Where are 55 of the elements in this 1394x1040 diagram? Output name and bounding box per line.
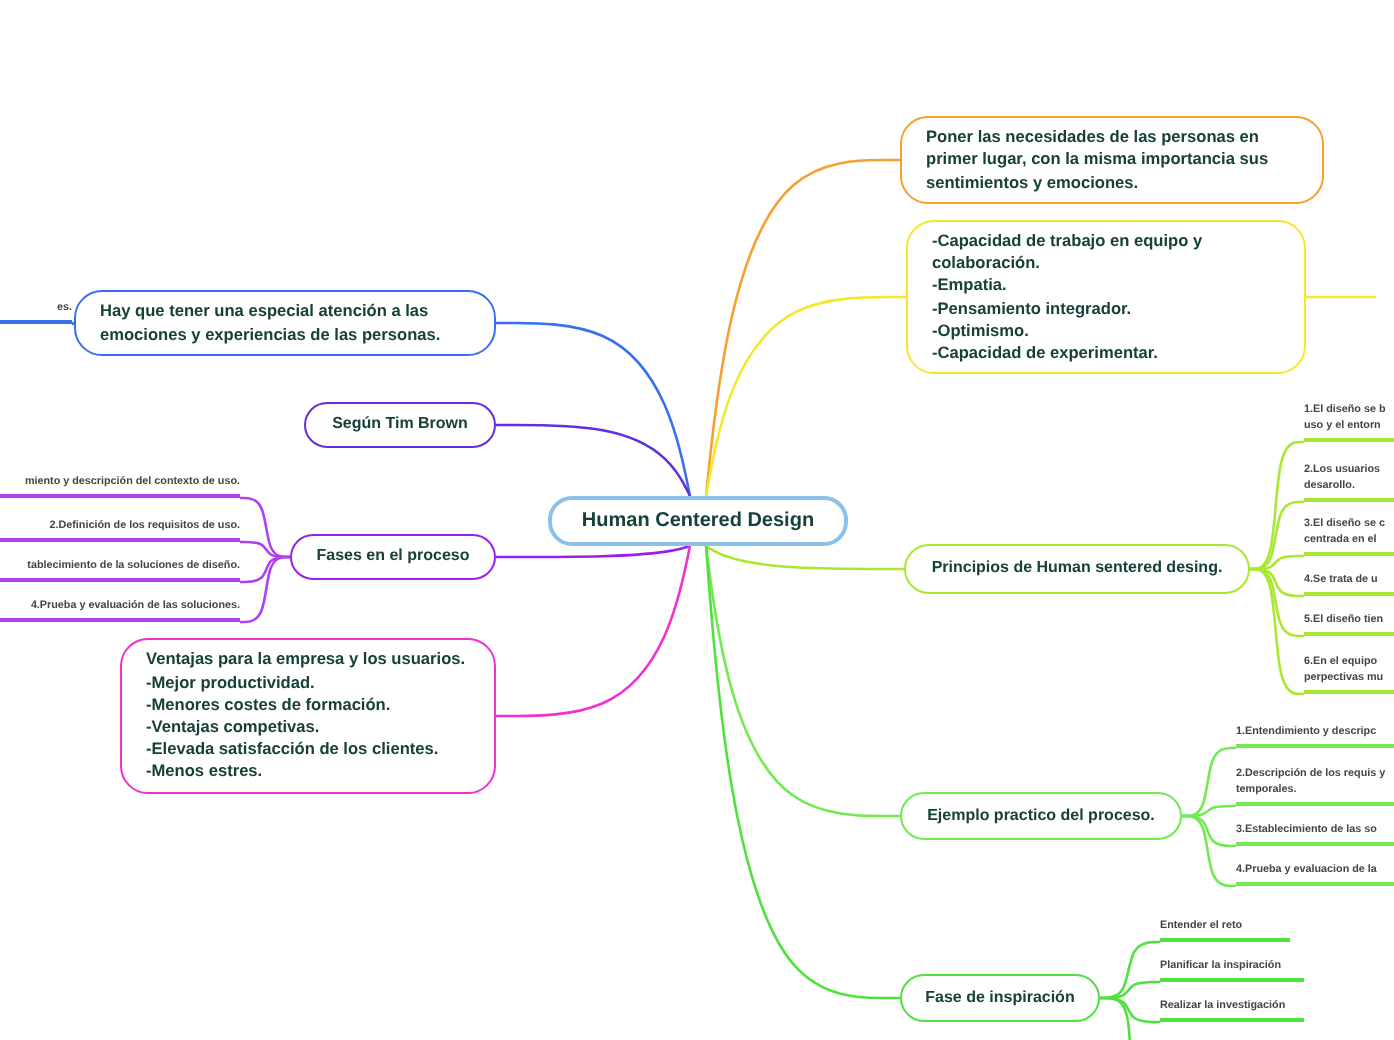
topic-text: Principios de Human sentered desing. (931, 558, 1223, 580)
topic-box (120, 638, 496, 794)
branch-line (704, 545, 900, 818)
topic-text: -Capacidad de experimentar. (932, 341, 1160, 365)
branch-line (705, 544, 904, 571)
subtopic-underline (0, 598, 240, 622)
topic-text: -Menos estres. (146, 760, 265, 784)
subtopic-underline (0, 558, 240, 582)
topic-text: -Ventajas competivas. (146, 716, 322, 739)
subtopic-underline (1304, 512, 1394, 556)
branch-line (240, 496, 290, 559)
subtopic-underline (0, 518, 240, 542)
topic-box (304, 402, 496, 448)
branch-line (704, 545, 900, 1000)
subtopic-underline (1236, 858, 1394, 886)
branch-line (240, 555, 290, 624)
topic-text: -Capacidad de trabajo en equipo y colaboración. (932, 229, 1205, 275)
topic-text: Hay que tener una especial atención a las emociones y experiencias de las personas. (100, 300, 443, 346)
topic-box (900, 974, 1100, 1022)
topic-text: -Empatia. (932, 274, 1009, 297)
branch-line (496, 545, 692, 718)
topic-box (74, 290, 496, 356)
subtopic-underline (0, 474, 240, 498)
topic-text: Poner las necesidades de las personas en primer lugar, con la misma importancia sus sentimientos y emociones. (926, 126, 1271, 194)
topic-box (290, 534, 496, 580)
topic-text: Ventajas para la empresa y los usuarios. (146, 648, 468, 672)
branch-line (704, 158, 900, 497)
topic-box (906, 220, 1306, 374)
topic-text: -Elevada satisfacción de los clientes. (146, 738, 441, 761)
topic-text: -Optimismo. (932, 319, 1031, 342)
branch-line (1100, 996, 1132, 1040)
topic-text: Fases en el proceso (316, 546, 470, 568)
branch-line (496, 321, 692, 497)
topic-box (900, 792, 1182, 840)
central-topic-text: Human Centered Design (581, 510, 815, 532)
central-topic (548, 496, 848, 546)
branch-line (1250, 500, 1304, 571)
subtopic-underline (0, 298, 72, 324)
topic-text: Ejemplo practico del proceso. (927, 805, 1155, 827)
topic-box (904, 544, 1250, 594)
branch-line (1182, 814, 1236, 888)
topic-text: Fase de inspiración (925, 987, 1075, 1009)
subtopic-underline (1304, 608, 1394, 636)
branch-line (1306, 295, 1376, 299)
topic-text: Según Tim Brown (332, 414, 468, 436)
branch-line (496, 423, 692, 497)
subtopic-underline (1236, 720, 1394, 748)
subtopic-underline (1236, 818, 1394, 846)
topic-text: -Menores costes de formación. (146, 693, 393, 716)
topic-box (900, 116, 1324, 204)
topic-text: -Mejor productividad. (146, 671, 317, 694)
branch-line (496, 544, 691, 559)
topic-text: -Pensamiento integrador. (932, 297, 1134, 320)
subtopic-underline (1304, 568, 1394, 596)
branch-line (704, 295, 906, 497)
